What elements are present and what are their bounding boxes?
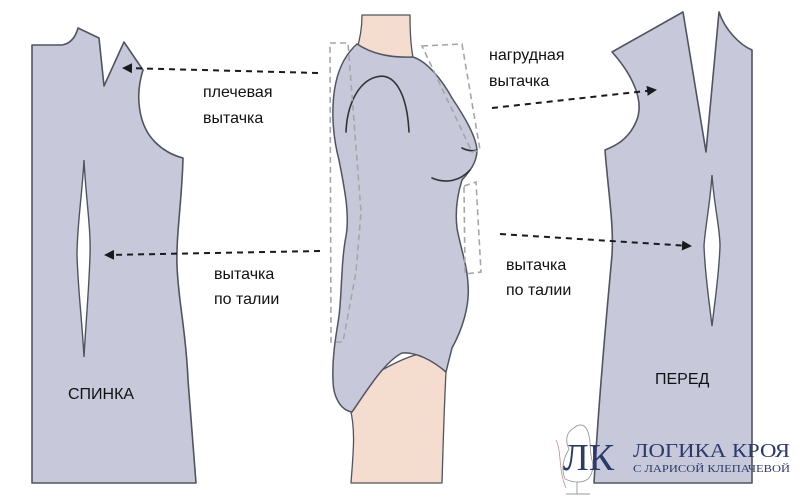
- figure-underbust-line: [431, 169, 471, 182]
- callout-back-waist-dart: вытачка по талии: [214, 266, 279, 308]
- dress-form-hem: [564, 478, 589, 483]
- bust-dart-label-line1: нагрудная: [489, 47, 565, 64]
- brand-logo: ЛК ЛОГИКА КРОЯ С ЛАРИСОЙ КЛЕПАЧЕВОЙ: [555, 424, 790, 495]
- dress-form-neck: [573, 424, 587, 429]
- bust-dashed-guide: [420, 43, 481, 153]
- shoulder-dart-label-line2: вытачка: [203, 110, 263, 127]
- back-waist-dart-label-line2: по талии: [214, 291, 279, 308]
- front-waist-dart-label-line2: по талии: [506, 282, 571, 299]
- back-waist-dart-arrow: [104, 249, 321, 260]
- figure-bodysuit: [332, 43, 478, 413]
- front-piece-title: ПЕРЕД: [655, 371, 710, 388]
- front-waist-dart: [703, 174, 721, 327]
- thread-line: [555, 439, 567, 489]
- back-piece-title: СПИНКА: [68, 386, 134, 403]
- front-pattern-piece: [593, 11, 753, 484]
- figure-arm-line: [345, 75, 410, 133]
- bust-dart-label-line2: вытачка: [489, 73, 549, 90]
- dress-form-sketch-icon: [555, 424, 594, 495]
- bust-dart-arrow: [491, 85, 657, 109]
- logo-mark: ЛК: [563, 437, 615, 479]
- front-waist-dart-arrow: [499, 233, 692, 251]
- callout-arrows: [104, 63, 692, 260]
- back-waist-dart-label-line1: вытачка: [214, 266, 274, 283]
- back-pattern-piece: [31, 27, 197, 484]
- front-waist-dashed-guide: [463, 180, 482, 275]
- callout-bust-dart: нагрудная вытачка: [489, 47, 565, 90]
- callout-front-waist-dart: вытачка по талии: [506, 257, 571, 299]
- callout-shoulder-dart: плечевая вытачка: [203, 84, 272, 127]
- body-figure: [332, 14, 478, 484]
- dress-form-stand: [566, 482, 590, 495]
- silhouette-guides: [329, 42, 482, 343]
- back-dashed-guide: [329, 42, 362, 343]
- front-waist-dart-label-line1: вытачка: [506, 257, 566, 274]
- front-pattern: ПЕРЕД: [593, 11, 753, 484]
- shoulder-dart-label-line1: плечевая: [203, 84, 272, 101]
- dress-form-left-edge: [562, 427, 575, 480]
- logo-name: ЛОГИКА КРОЯ: [633, 440, 790, 462]
- shoulder-dart-arrow: [122, 63, 319, 74]
- dress-form-right-edge: [585, 427, 594, 480]
- back-pattern: СПИНКА: [31, 27, 197, 484]
- logo-tagline: С ЛАРИСОЙ КЛЕПАЧЕВОЙ: [633, 463, 790, 475]
- back-waist-dart: [76, 159, 91, 358]
